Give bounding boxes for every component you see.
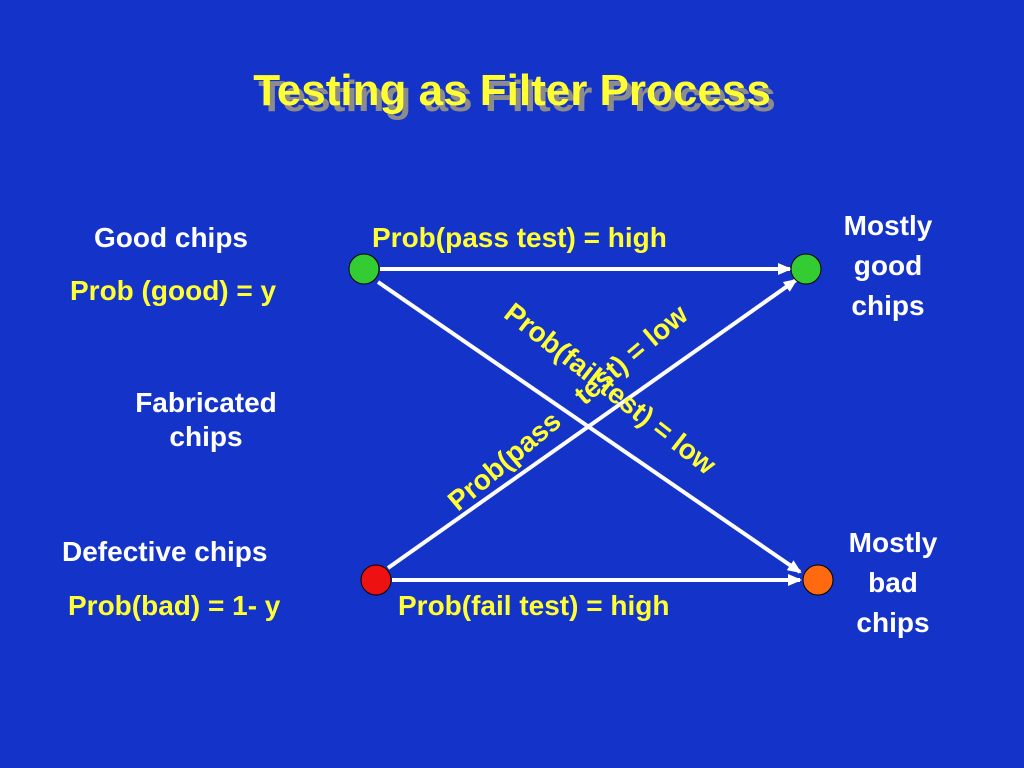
mostly-bad-line-1: Mostly [848, 527, 938, 558]
mostly-good-line-3: chips [851, 290, 925, 321]
mostly-bad-line-3: chips [856, 607, 930, 638]
mostly-bad-line-2: bad [868, 567, 918, 598]
mostly-good-line-1: Mostly [843, 210, 933, 241]
good-chips-node [348, 253, 380, 285]
arrow-defective-to-good [386, 278, 798, 570]
fabricated-chips-label: Fabricated chips [96, 386, 316, 454]
prob-good-label: Prob (good) = y [70, 275, 277, 306]
defective-chips-node [360, 564, 392, 596]
mostly-bad-node [802, 564, 834, 596]
fabricated-line-2: chips [169, 421, 243, 452]
mostly-good-line-2: good [853, 250, 923, 281]
fabricated-line-1: Fabricated [135, 387, 277, 418]
mostly-bad-chips-label: Mostly bad chips [813, 526, 973, 640]
slide-title-shadow: Testing as Filter Process [258, 72, 776, 121]
defective-chips-label: Defective chips [62, 536, 268, 567]
mostly-good-node [790, 253, 822, 285]
slide-title-text: Testing as Filter Process [253, 66, 771, 115]
good-chips-label: Good chips [94, 222, 248, 253]
edge-label-fail-high: Prob(fail test) = high [398, 590, 670, 621]
edge-label-pass-high: Prob(pass test) = high [372, 222, 667, 253]
mostly-good-chips-label: Mostly good chips [808, 209, 968, 323]
prob-bad-label: Prob(bad) = 1- y [68, 590, 281, 621]
slide-title: Testing as Filter Process Testing as Fil… [0, 66, 1024, 126]
